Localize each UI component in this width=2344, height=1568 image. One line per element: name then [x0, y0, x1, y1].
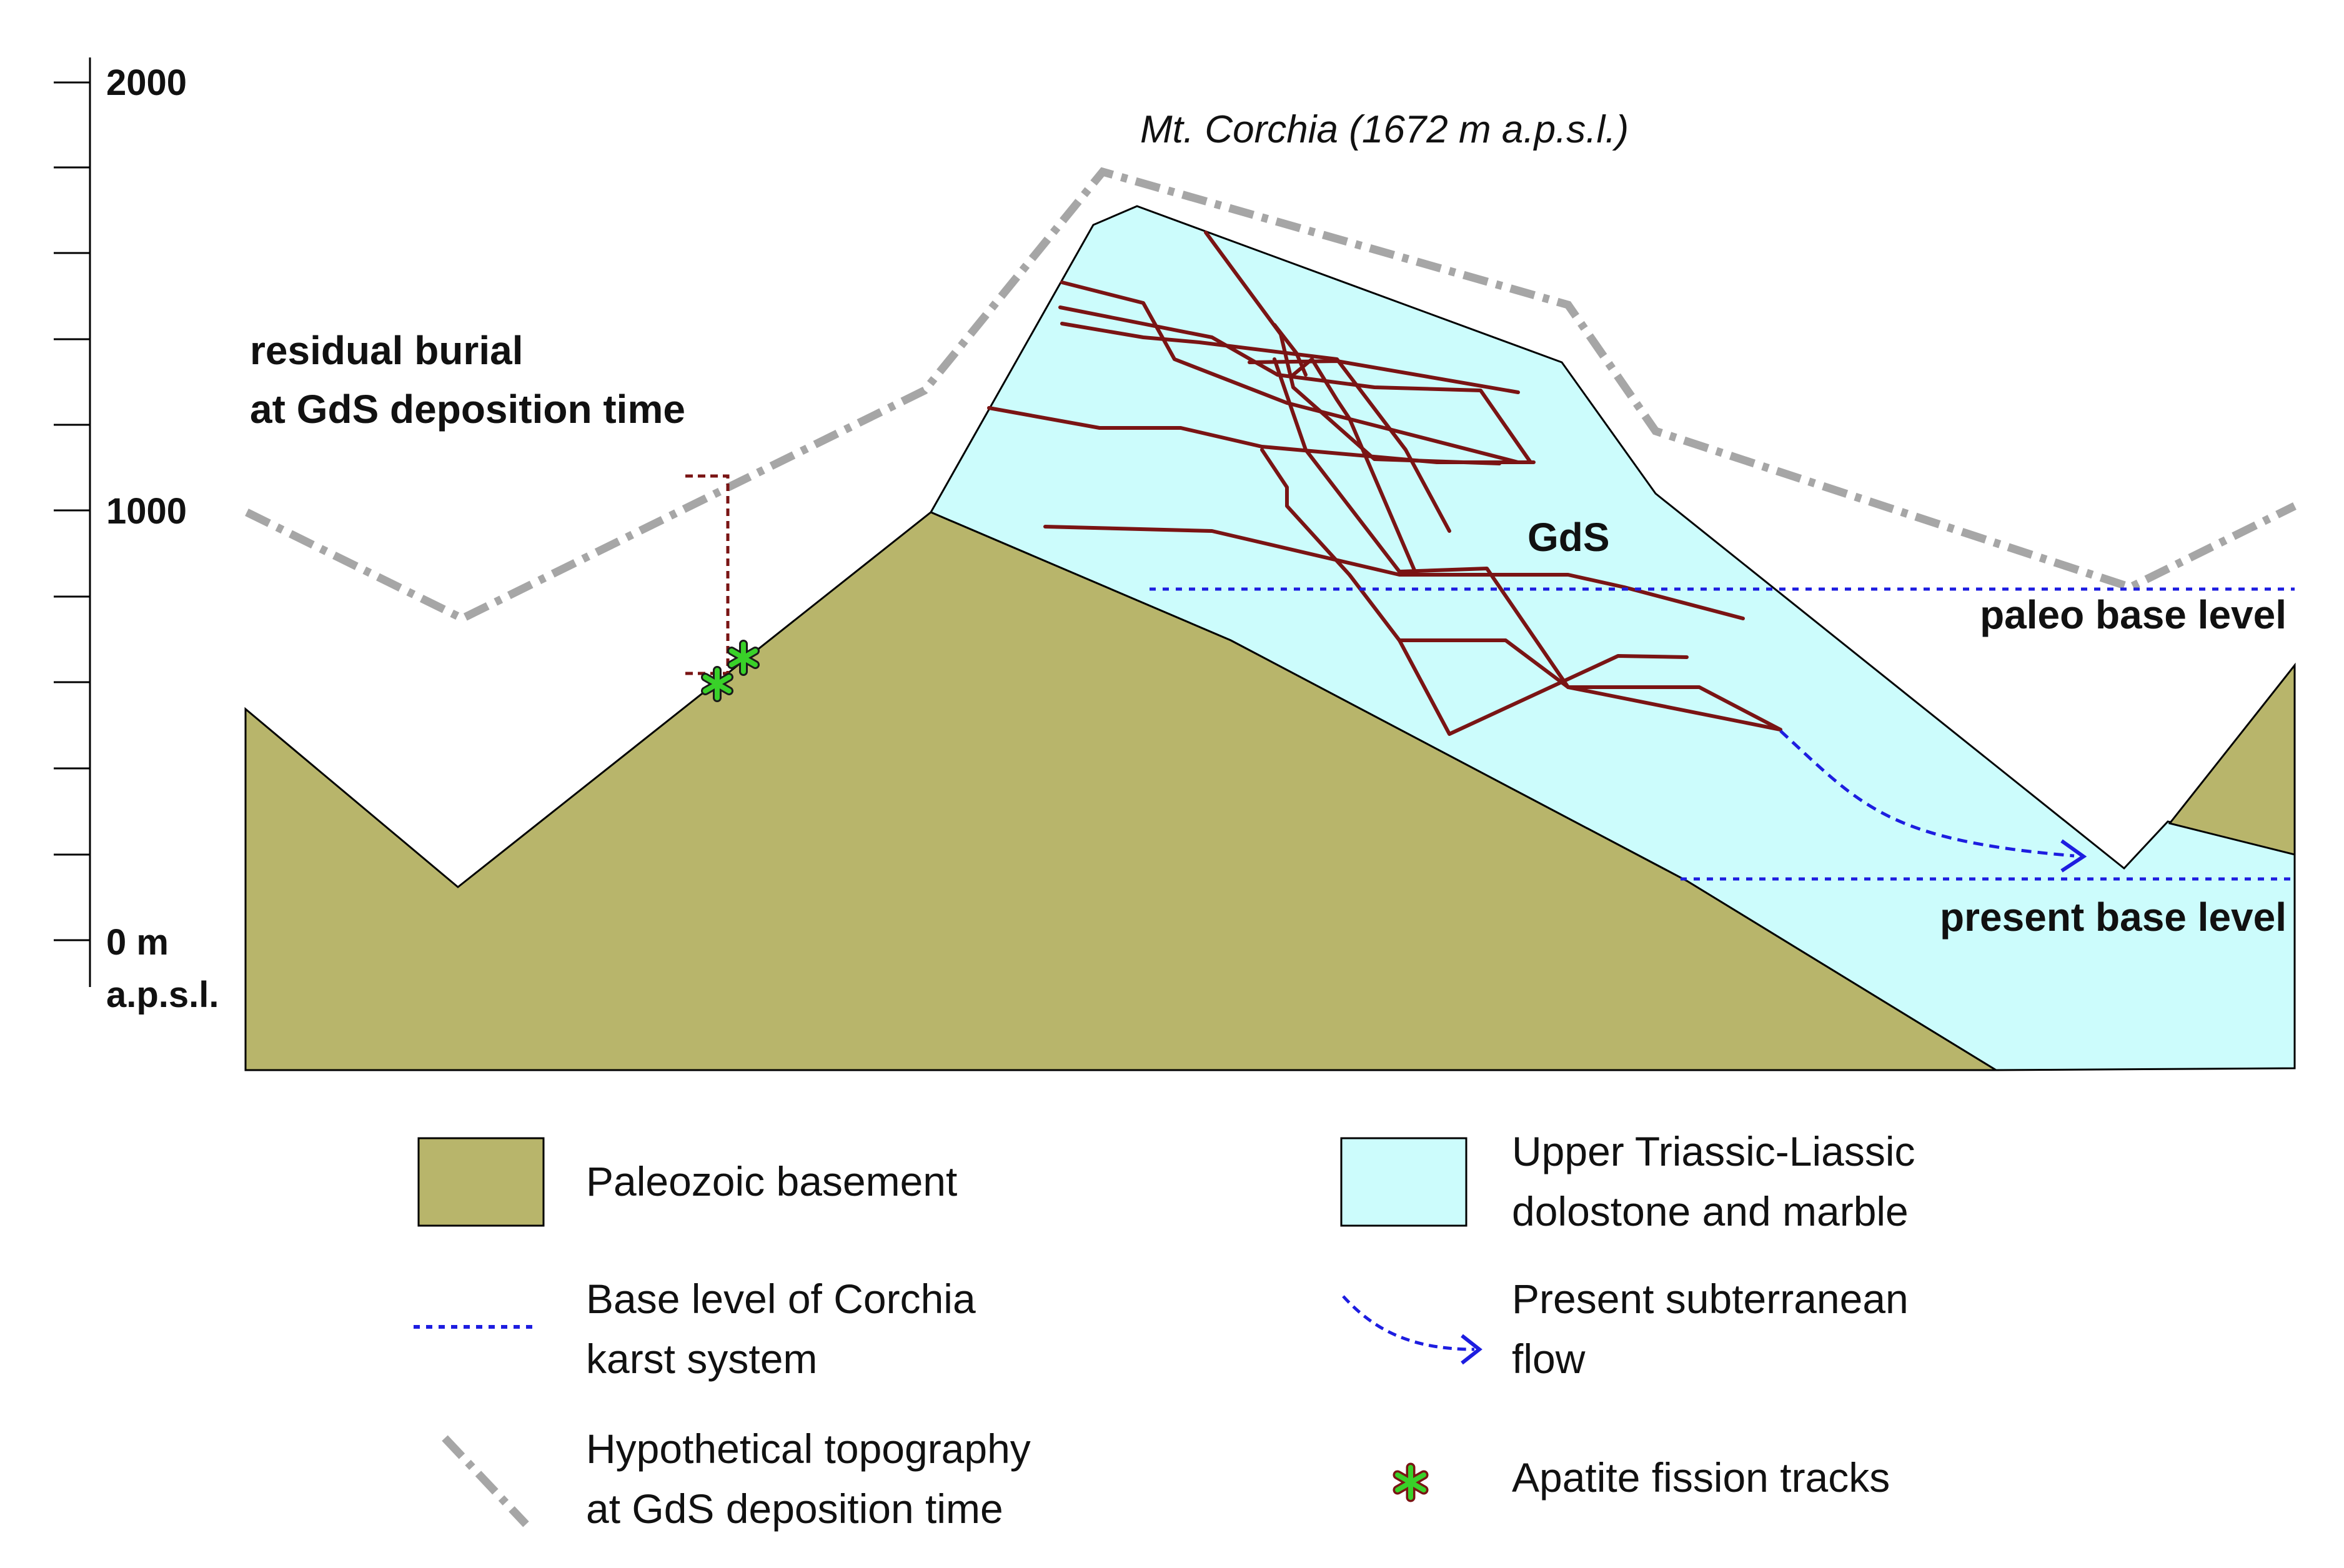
- legend-topography-swatch: [442, 1435, 529, 1527]
- apatite-fission-track-marker: [701, 666, 733, 702]
- axis-label-unit: a.p.s.l.: [106, 975, 219, 1015]
- paleozoic-basement-east: [2168, 662, 2296, 856]
- axis-label-zero: 0 m: [106, 922, 169, 963]
- legend-topography-label-line1: Hypothetical topography: [586, 1426, 1031, 1472]
- paleo-base-level-label: paleo base level: [1980, 592, 2287, 637]
- legend-dolostone-swatch: [1340, 1137, 1467, 1227]
- residual-burial-bracket: [685, 474, 730, 675]
- hypothetical-topography-line: [245, 167, 2297, 623]
- legend-flow-label-line1: Present subterranean: [1512, 1276, 1909, 1322]
- cave-conduits: [987, 231, 1782, 736]
- legend-topography-label-line2: at GdS deposition time: [586, 1486, 1003, 1532]
- subterranean-flow-arrow: [1779, 730, 2087, 873]
- legend-basement-swatch: [417, 1137, 545, 1227]
- legend-base-level-label-line2: karst system: [586, 1336, 817, 1382]
- paleozoic-basement: [244, 511, 2000, 1071]
- legend-flow-swatch: [1342, 1295, 1482, 1365]
- axis-label-1000: 1000: [106, 491, 187, 532]
- gds-label: GdS: [1527, 515, 1610, 560]
- apatite-fission-track-marker: [727, 640, 760, 676]
- legend-dolostone-label-line1: Upper Triassic-Liassic: [1512, 1128, 1915, 1174]
- legend-apatite-swatch: [1393, 1462, 1429, 1502]
- legend-flow-label-line2: flow: [1512, 1336, 1586, 1382]
- legend: Paleozoic basement Upper Triassic-Liassi…: [414, 1128, 1915, 1532]
- residual-burial-label-line1: residual burial: [250, 328, 523, 373]
- elevation-axis: 2000 1000 0 m a.p.s.l.: [54, 57, 219, 1015]
- axis-label-2000: 2000: [106, 62, 187, 103]
- present-base-level-label: present base level: [1940, 895, 2287, 940]
- residual-burial-label-line2: at GdS deposition time: [250, 387, 685, 432]
- legend-dolostone-label-line2: dolostone and marble: [1512, 1188, 1909, 1234]
- legend-base-level-label-line1: Base level of Corchia: [586, 1276, 976, 1322]
- mountain-label: Mt. Corchia (1672 m a.p.s.l.): [1140, 108, 1629, 151]
- legend-basement-label: Paleozoic basement: [586, 1158, 957, 1204]
- legend-apatite-label: Apatite fission tracks: [1512, 1454, 1890, 1501]
